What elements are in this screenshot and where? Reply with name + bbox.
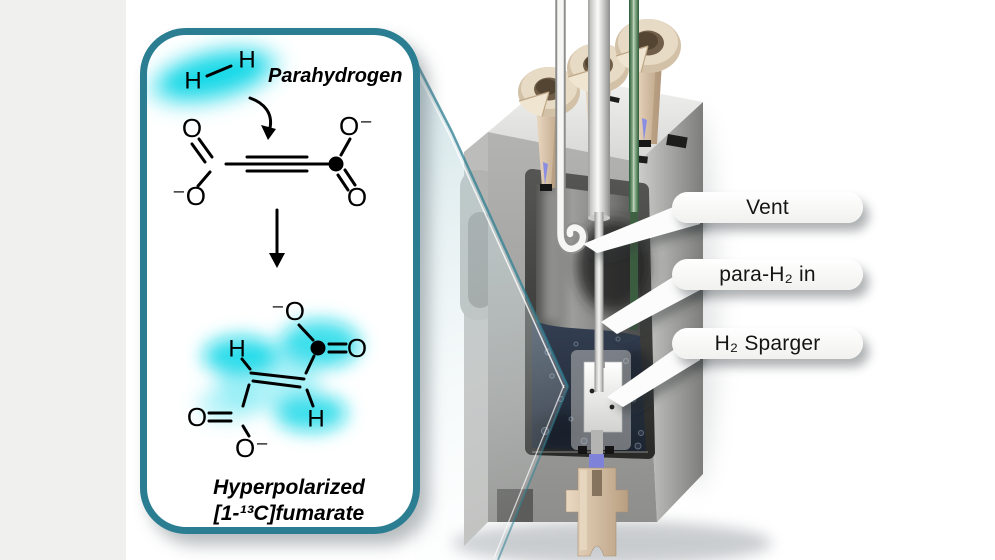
left-margin-strip: [0, 0, 126, 560]
precursor-o-bottom-left: ⁻O: [172, 181, 206, 211]
reaction-inset-panel: H H Parahydrogen O ⁻O O⁻ O: [140, 28, 420, 534]
product-caption-line1: Hyperpolarized: [213, 476, 366, 499]
bottom-nub-right: [605, 446, 614, 454]
inlet-tube: [588, 0, 610, 392]
vessel-sheen: [544, 190, 558, 320]
sparger-hole-1: [589, 388, 595, 394]
bottom-fitting-highlight: [580, 470, 587, 550]
green-capillary-tube: [629, 0, 639, 330]
triple-bond: [224, 155, 330, 173]
c13-label-dot-product: [310, 340, 326, 356]
fumarate-h-bottom: H: [307, 406, 324, 433]
vent-tube-hook: [557, 0, 587, 253]
c13-label-dot: [328, 156, 344, 172]
precursor-o-bottom-right: O: [347, 182, 367, 212]
h2-atom-left: H: [184, 68, 201, 95]
callout-h2-sparger-label: H₂ Sparger: [714, 331, 821, 355]
parahydrogen-molecule: H H: [184, 47, 255, 95]
callout-para-h2-in-label: para-H₂ in: [719, 262, 816, 286]
fumarate-o-top: ⁻O: [271, 296, 305, 326]
fumarate-o-bottom: O⁻: [235, 433, 269, 463]
sparger-hole-2: [609, 404, 615, 410]
fumarate-o-left: O: [187, 402, 207, 432]
bottom-fitting: [565, 430, 629, 557]
product-caption-line2: [1-¹³C]fumarate: [213, 502, 365, 525]
callout-para-h2-in: para-H₂ in: [672, 259, 863, 290]
precursor-o-top-left: O: [182, 113, 202, 143]
bottom-nub-left: [578, 446, 587, 454]
vent-tail: [583, 196, 700, 253]
reaction-scheme: H H Parahydrogen O ⁻O O⁻ O: [147, 42, 402, 525]
h2-atom-right: H: [238, 47, 255, 74]
glass-projection-pane: [411, 57, 570, 560]
fumarate-molecule: ⁻O O H H O O⁻: [187, 296, 367, 463]
fumarate-h-top: H: [228, 336, 245, 363]
inlet-capillary: [594, 212, 604, 392]
callout-vent: Vent: [672, 192, 863, 223]
pane-top-edge: [412, 57, 570, 388]
alkene-double-bond: [249, 371, 306, 389]
pane-right-edge: [497, 386, 569, 560]
reaction-arrow: [269, 208, 285, 268]
bottom-purple-sleeve: [589, 454, 604, 471]
callout-vent-label: Vent: [746, 195, 789, 219]
bottom-fitting-slot: [592, 470, 602, 496]
parahydrogen-label: Parahydrogen: [268, 65, 402, 87]
addition-arrow: [248, 96, 276, 140]
vent-tube: [555, 0, 589, 255]
precursor-molecule: O ⁻O O⁻ O: [172, 111, 373, 212]
precursor-o-top-right: O⁻: [339, 111, 373, 141]
callout-h2-sparger: H₂ Sparger: [672, 328, 863, 359]
fumarate-o-right: O: [347, 333, 367, 363]
